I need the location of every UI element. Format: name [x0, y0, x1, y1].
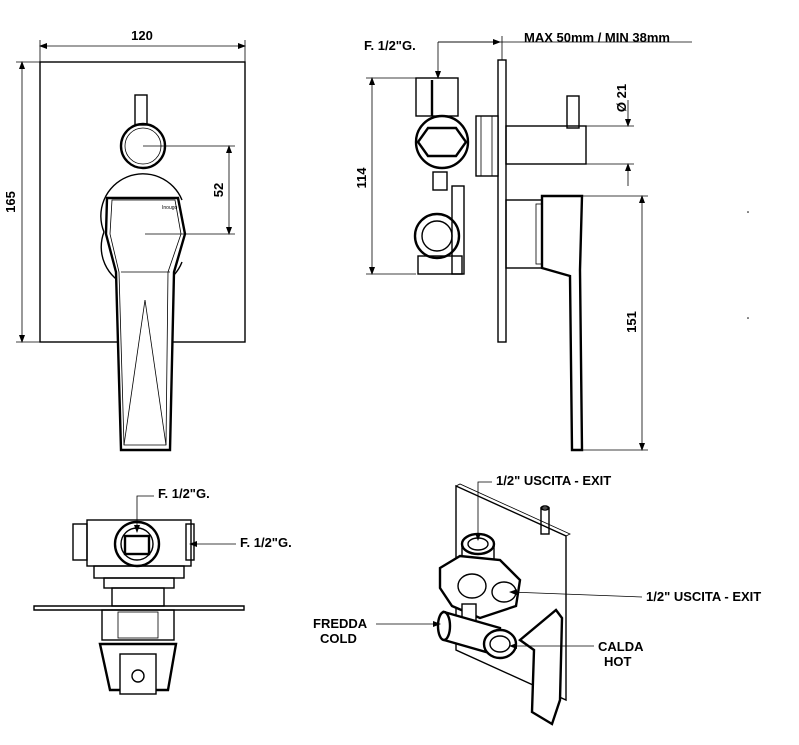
side-valve-body [414, 114, 470, 170]
side-diverter-sleeve [505, 125, 587, 165]
lever-handle [104, 196, 187, 452]
body-height-dimension: 114 [354, 167, 369, 189]
brand-mark: Inougo [162, 205, 178, 211]
side-lever-handle [540, 194, 584, 452]
iso-view: 1/2" USCITA - EXIT 1/2" USCITA - EXIT FR… [313, 473, 761, 726]
lever-escutcheon [100, 173, 183, 233]
side-inlet-top [415, 77, 459, 117]
iso-cold-label-en: COLD [320, 631, 357, 646]
iso-lever-handle [518, 608, 564, 726]
bottom-lever-hole [131, 669, 145, 683]
bottom-square-socket [123, 534, 151, 556]
iso-diverter-knob [540, 507, 550, 535]
height-dimension: 165 [3, 191, 18, 213]
iso-hot-label-en: HOT [604, 654, 632, 669]
side-diverter-knob [566, 95, 580, 129]
iso-exit-side-label: 1/2" USCITA - EXIT [646, 589, 761, 604]
side-hex-nut [416, 126, 468, 158]
iso-hot-inlet [482, 628, 518, 660]
front-view: 120 165 Inougo 52 [3, 28, 246, 452]
side-cartridge [475, 115, 499, 177]
bottom-inlet-top-label: F. 1/2"G. [158, 486, 210, 501]
side-wall-plate [497, 59, 507, 343]
bottom-plate [33, 605, 245, 611]
side-lever-sleeve [505, 199, 543, 269]
width-dimension: 120 [131, 28, 153, 43]
side-outlet-port [413, 212, 461, 260]
diameter-dimension: Ø 21 [614, 84, 629, 112]
spacing-dimension: 52 [211, 183, 226, 197]
bottom-left-port [72, 523, 88, 561]
iso-hot-label-it: CALDA [598, 639, 644, 654]
bottom-inlet-side-label: F. 1/2"G. [240, 535, 292, 550]
iso-cold-label-it: FREDDA [313, 616, 368, 631]
handle-height-dimension: 151 [624, 311, 639, 333]
bottom-view: F. 1/2"G. F. 1/2"G. [33, 486, 292, 695]
side-inlet-label: F. 1/2"G. [364, 38, 416, 53]
depth-label: MAX 50mm / MIN 38mm [524, 30, 670, 45]
iso-exit-top-label: 1/2" USCITA - EXIT [496, 473, 611, 488]
side-view: MAX 50mm / MIN 38mm F. 1/2"G. 114 Ø 21 [354, 30, 692, 452]
diverter-stem [134, 94, 148, 126]
